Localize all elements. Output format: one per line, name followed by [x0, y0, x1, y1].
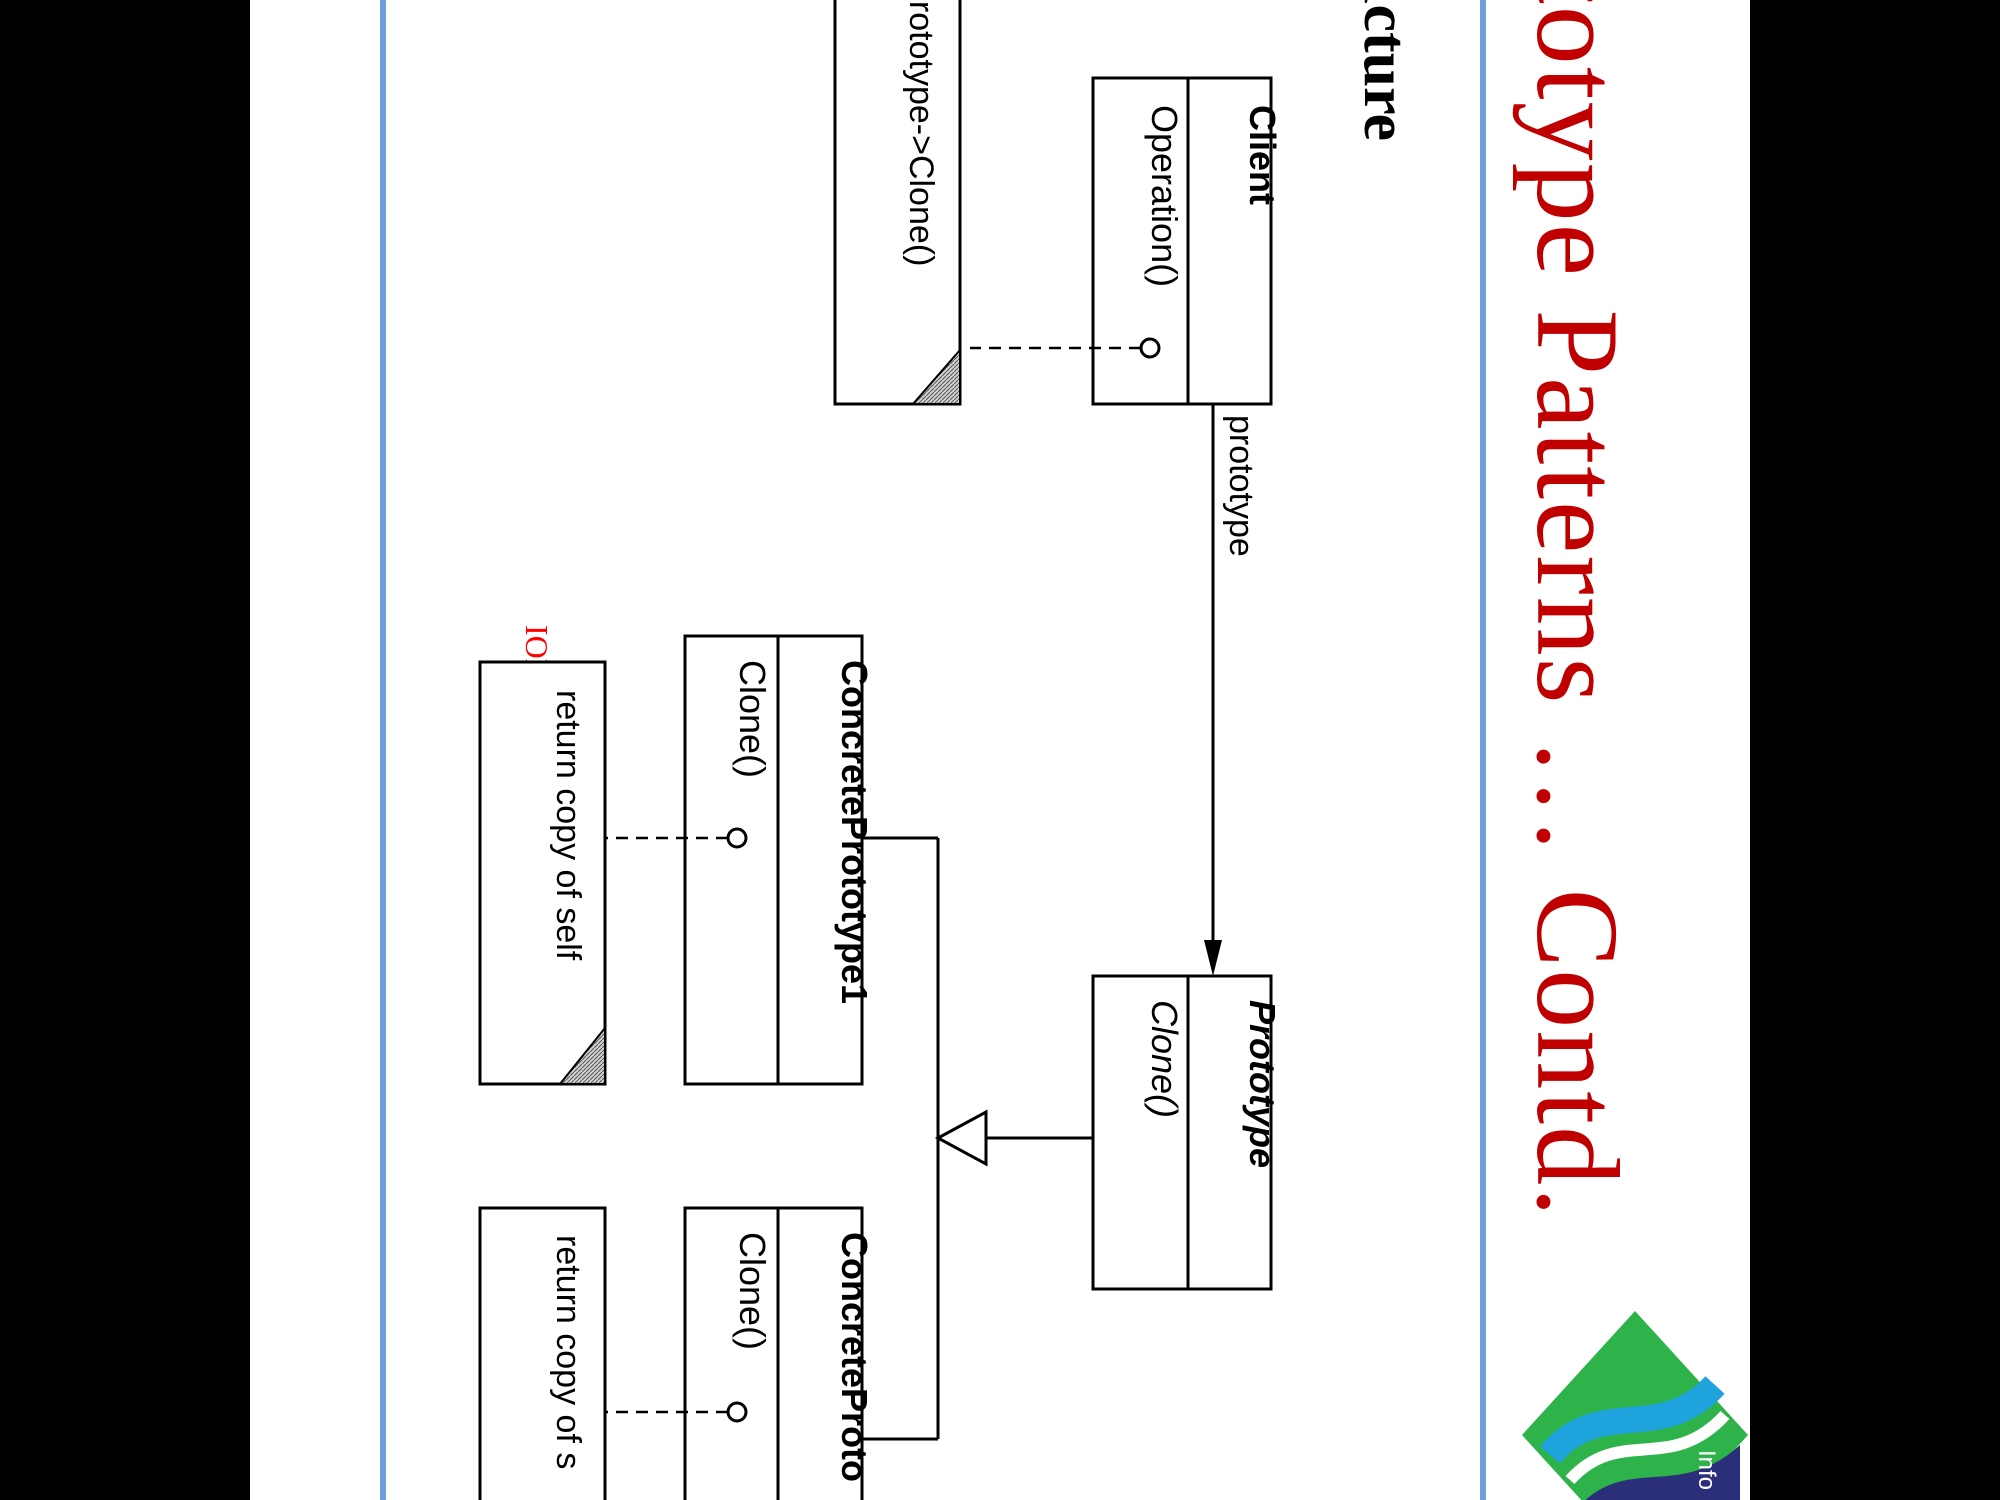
note-client-operation: prototype->Clone() [833, 0, 962, 406]
institution-logo: Info [1510, 1305, 1750, 1500]
class-name-client: Client [1242, 105, 1283, 205]
right-border-line [1480, 0, 1486, 1500]
logo-text: Info [1693, 1450, 1720, 1491]
note-concrete1-clone: return copy of self [478, 660, 607, 1086]
note-concrete2-clone: return copy of s [478, 1206, 607, 1500]
class-box-client: Client Operation() [1091, 76, 1283, 406]
method-clone-abstract: Clone() [1144, 1000, 1185, 1118]
class-box-concreteprototype2: ConcreteProto Clone() [683, 1206, 875, 1500]
method-clone-1: Clone() [732, 660, 773, 778]
class-name-concreteprototype1: ConcretePrototype1 [834, 660, 875, 1004]
uml-class-diagram: Client Operation() prototype->Clone() pr… [478, 0, 1283, 1500]
logo-mark-icon [1522, 1311, 1748, 1500]
note-text-return-copy-1: return copy of self [549, 690, 587, 961]
method-operation: Operation() [1144, 105, 1185, 287]
note-text-return-copy-2: return copy of s [549, 1235, 587, 1469]
left-border-line [380, 0, 386, 1500]
class-box-concreteprototype1: ConcretePrototype1 Clone() [683, 634, 875, 1086]
slide: ototype Patterns … Contd. ucture IOE 321… [250, 0, 1750, 1500]
class-name-prototype: Prototype [1242, 1000, 1283, 1168]
class-box-prototype: Prototype Clone() [1091, 974, 1283, 1291]
association-label-prototype: prototype [1222, 415, 1260, 557]
note-text-prototype-clone: prototype->Clone() [902, 0, 940, 266]
class-name-concreteprototype2: ConcreteProto [834, 1232, 875, 1482]
method-clone-2: Clone() [732, 1232, 773, 1350]
